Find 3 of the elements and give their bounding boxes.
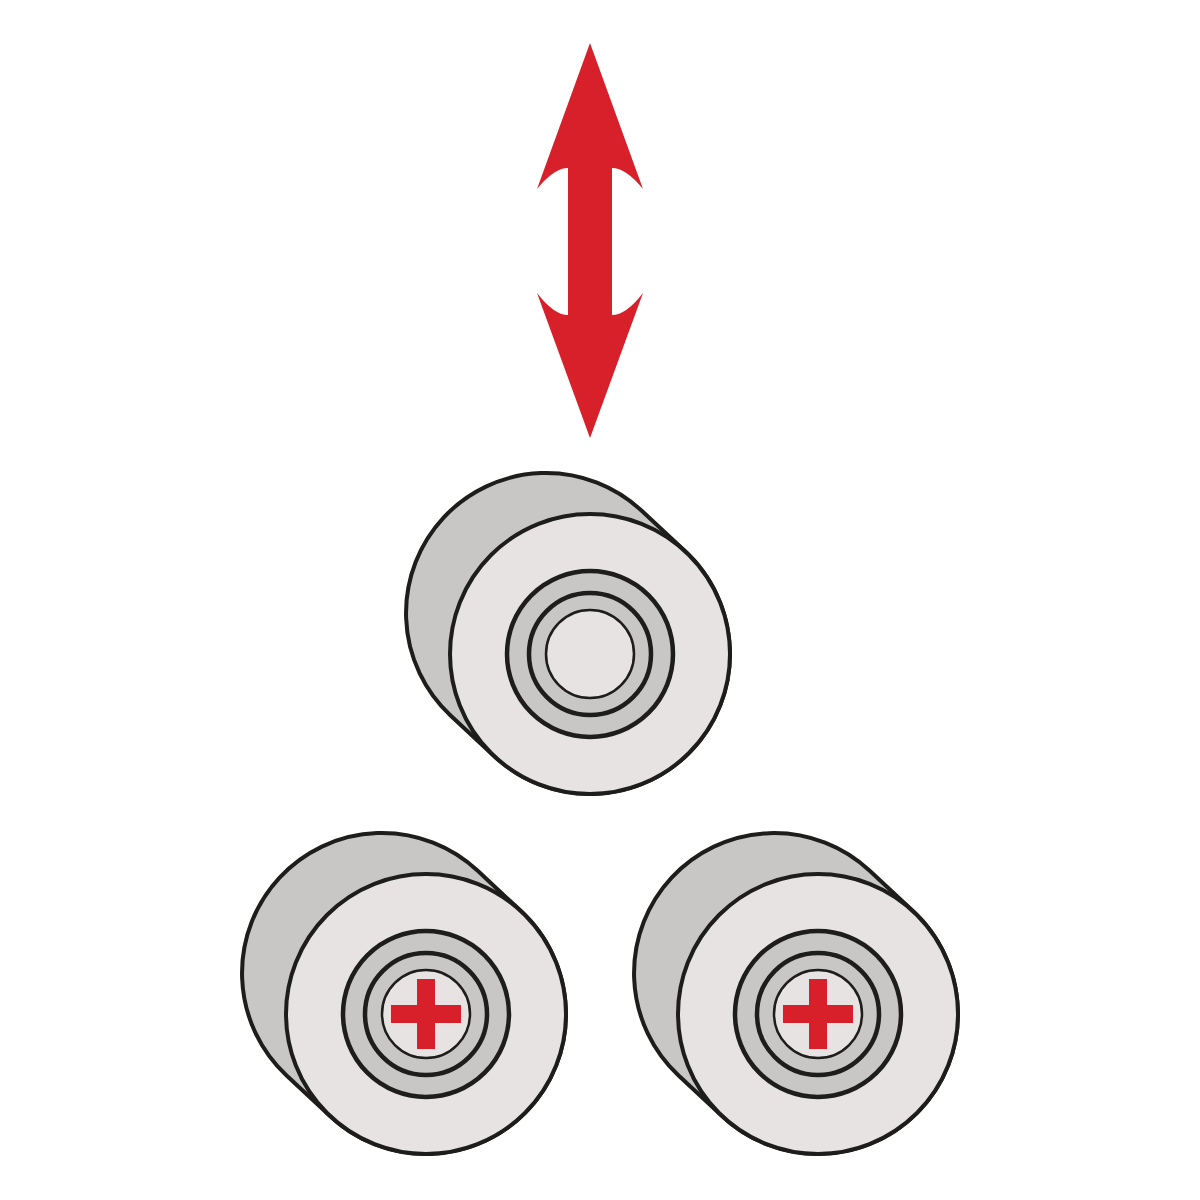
roller	[404, 471, 732, 796]
roller	[240, 831, 568, 1156]
roller	[632, 831, 960, 1156]
